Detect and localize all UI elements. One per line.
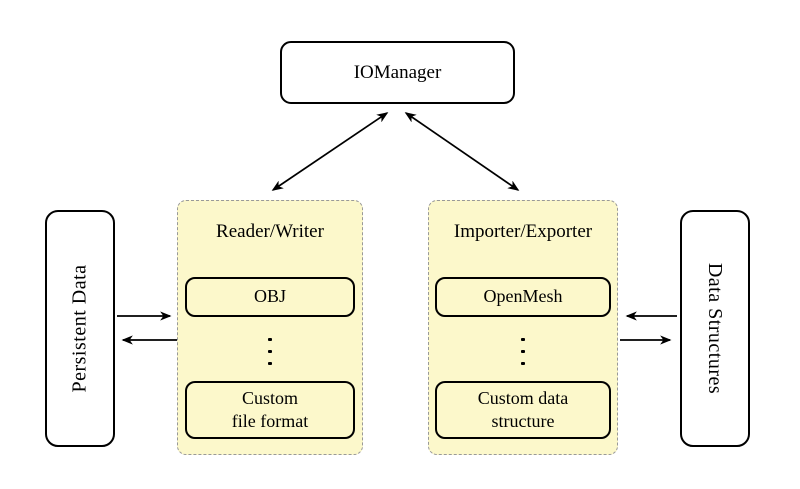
node-persistent-data: Persistent Data: [45, 210, 115, 447]
panel-importer-exporter-title: Importer/Exporter: [453, 221, 593, 242]
vertical-ellipsis-icon: [429, 338, 617, 365]
vertical-ellipsis-icon: [178, 338, 362, 365]
panel-reader-writer: Reader/Writer OBJ Custom file format: [177, 200, 363, 455]
node-custom-data-structure: Custom data structure: [435, 381, 611, 439]
node-custom-file-format: Custom file format: [185, 381, 355, 439]
node-iomanager: IOManager: [280, 41, 515, 104]
node-openmesh: OpenMesh: [435, 277, 611, 317]
node-persistent-data-label: Persistent Data: [68, 264, 91, 393]
panel-reader-writer-title: Reader/Writer: [216, 221, 324, 242]
node-obj: OBJ: [185, 277, 355, 317]
node-data-structures-label: Data Structures: [704, 262, 727, 395]
arrow-iomanager-readerwriter: [271, 112, 389, 191]
panel-importer-exporter: Importer/Exporter OpenMesh Custom data s…: [428, 200, 618, 455]
arrow-iomanager-importerexporter: [404, 112, 520, 191]
node-iomanager-label: IOManager: [353, 61, 442, 83]
node-data-structures: Data Structures: [680, 210, 750, 447]
